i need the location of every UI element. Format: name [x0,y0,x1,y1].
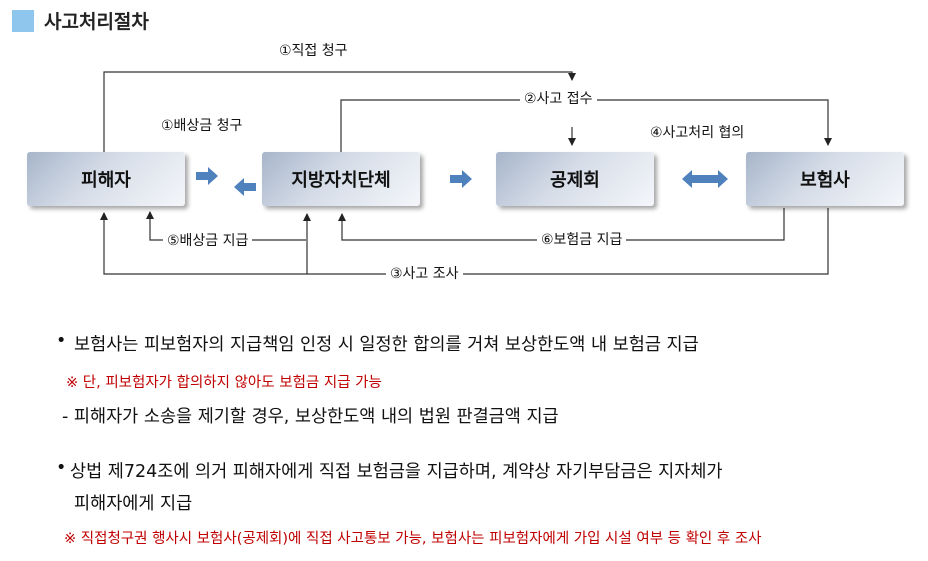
arrow-right-icon [196,167,218,185]
edge-label-compensation-payment: ⑤배상금 지급 [163,232,253,250]
bullet-commercial-law-cont: 피해자에게 지급 [74,494,193,514]
accident-investigation-connector [100,208,829,275]
dash-lawsuit: - 피해자가 소송을 제기할 경우, 보상한도액 내의 법원 판결금액 지급 [62,407,559,427]
node-victim: 피해자 [27,152,185,206]
note-direct-claim-right: ※ 직접청구권 행사시 보험사(공제회)에 직접 사고통보 가능, 보험사는 피… [64,531,762,547]
arrow-left-icon [234,178,256,196]
bullet-commercial-law: 상법 제724조에 의거 피해자에게 직접 보험금을 지급하며, 계약상 자기부… [70,462,723,482]
edge-label-direct-claim: ①직접 청구 [275,42,352,60]
direct-claim-connector [103,71,576,152]
compensation-payment-connector [146,211,306,241]
node-insurer: 보험사 [746,152,904,206]
edge-label-accident-report: ②사고 접수 [520,90,597,108]
double-arrow-icon [682,170,728,188]
edge-label-insurance-payment: ⑥보험금 지급 [537,231,627,249]
bullet-dot: • [56,331,67,351]
node-local-government: 지방자치단체 [262,152,420,206]
edge-label-compensation-claim: ①배상금 청구 [157,117,247,135]
edge-label-accident-consult: ④사고처리 협의 [646,124,749,142]
note-payment-without-agreement: ※ 단, 피보험자가 합의하지 않아도 보험금 지급 가능 [66,375,382,391]
flow-connectors [100,71,832,275]
edge-label-accident-investigation: ③사고 조사 [386,265,463,283]
bullet-insurer-payment: 보험사는 피보험자의 지급책임 인정 시 일정한 합의를 거쳐 보상한도액 내 … [74,335,699,355]
bullet-dot: • [56,458,67,478]
node-mutual-aid: 공제회 [496,152,654,206]
page-title: 사고처리절차 [44,11,149,33]
arrow-right-icon [450,170,472,188]
title-marker [12,10,34,32]
